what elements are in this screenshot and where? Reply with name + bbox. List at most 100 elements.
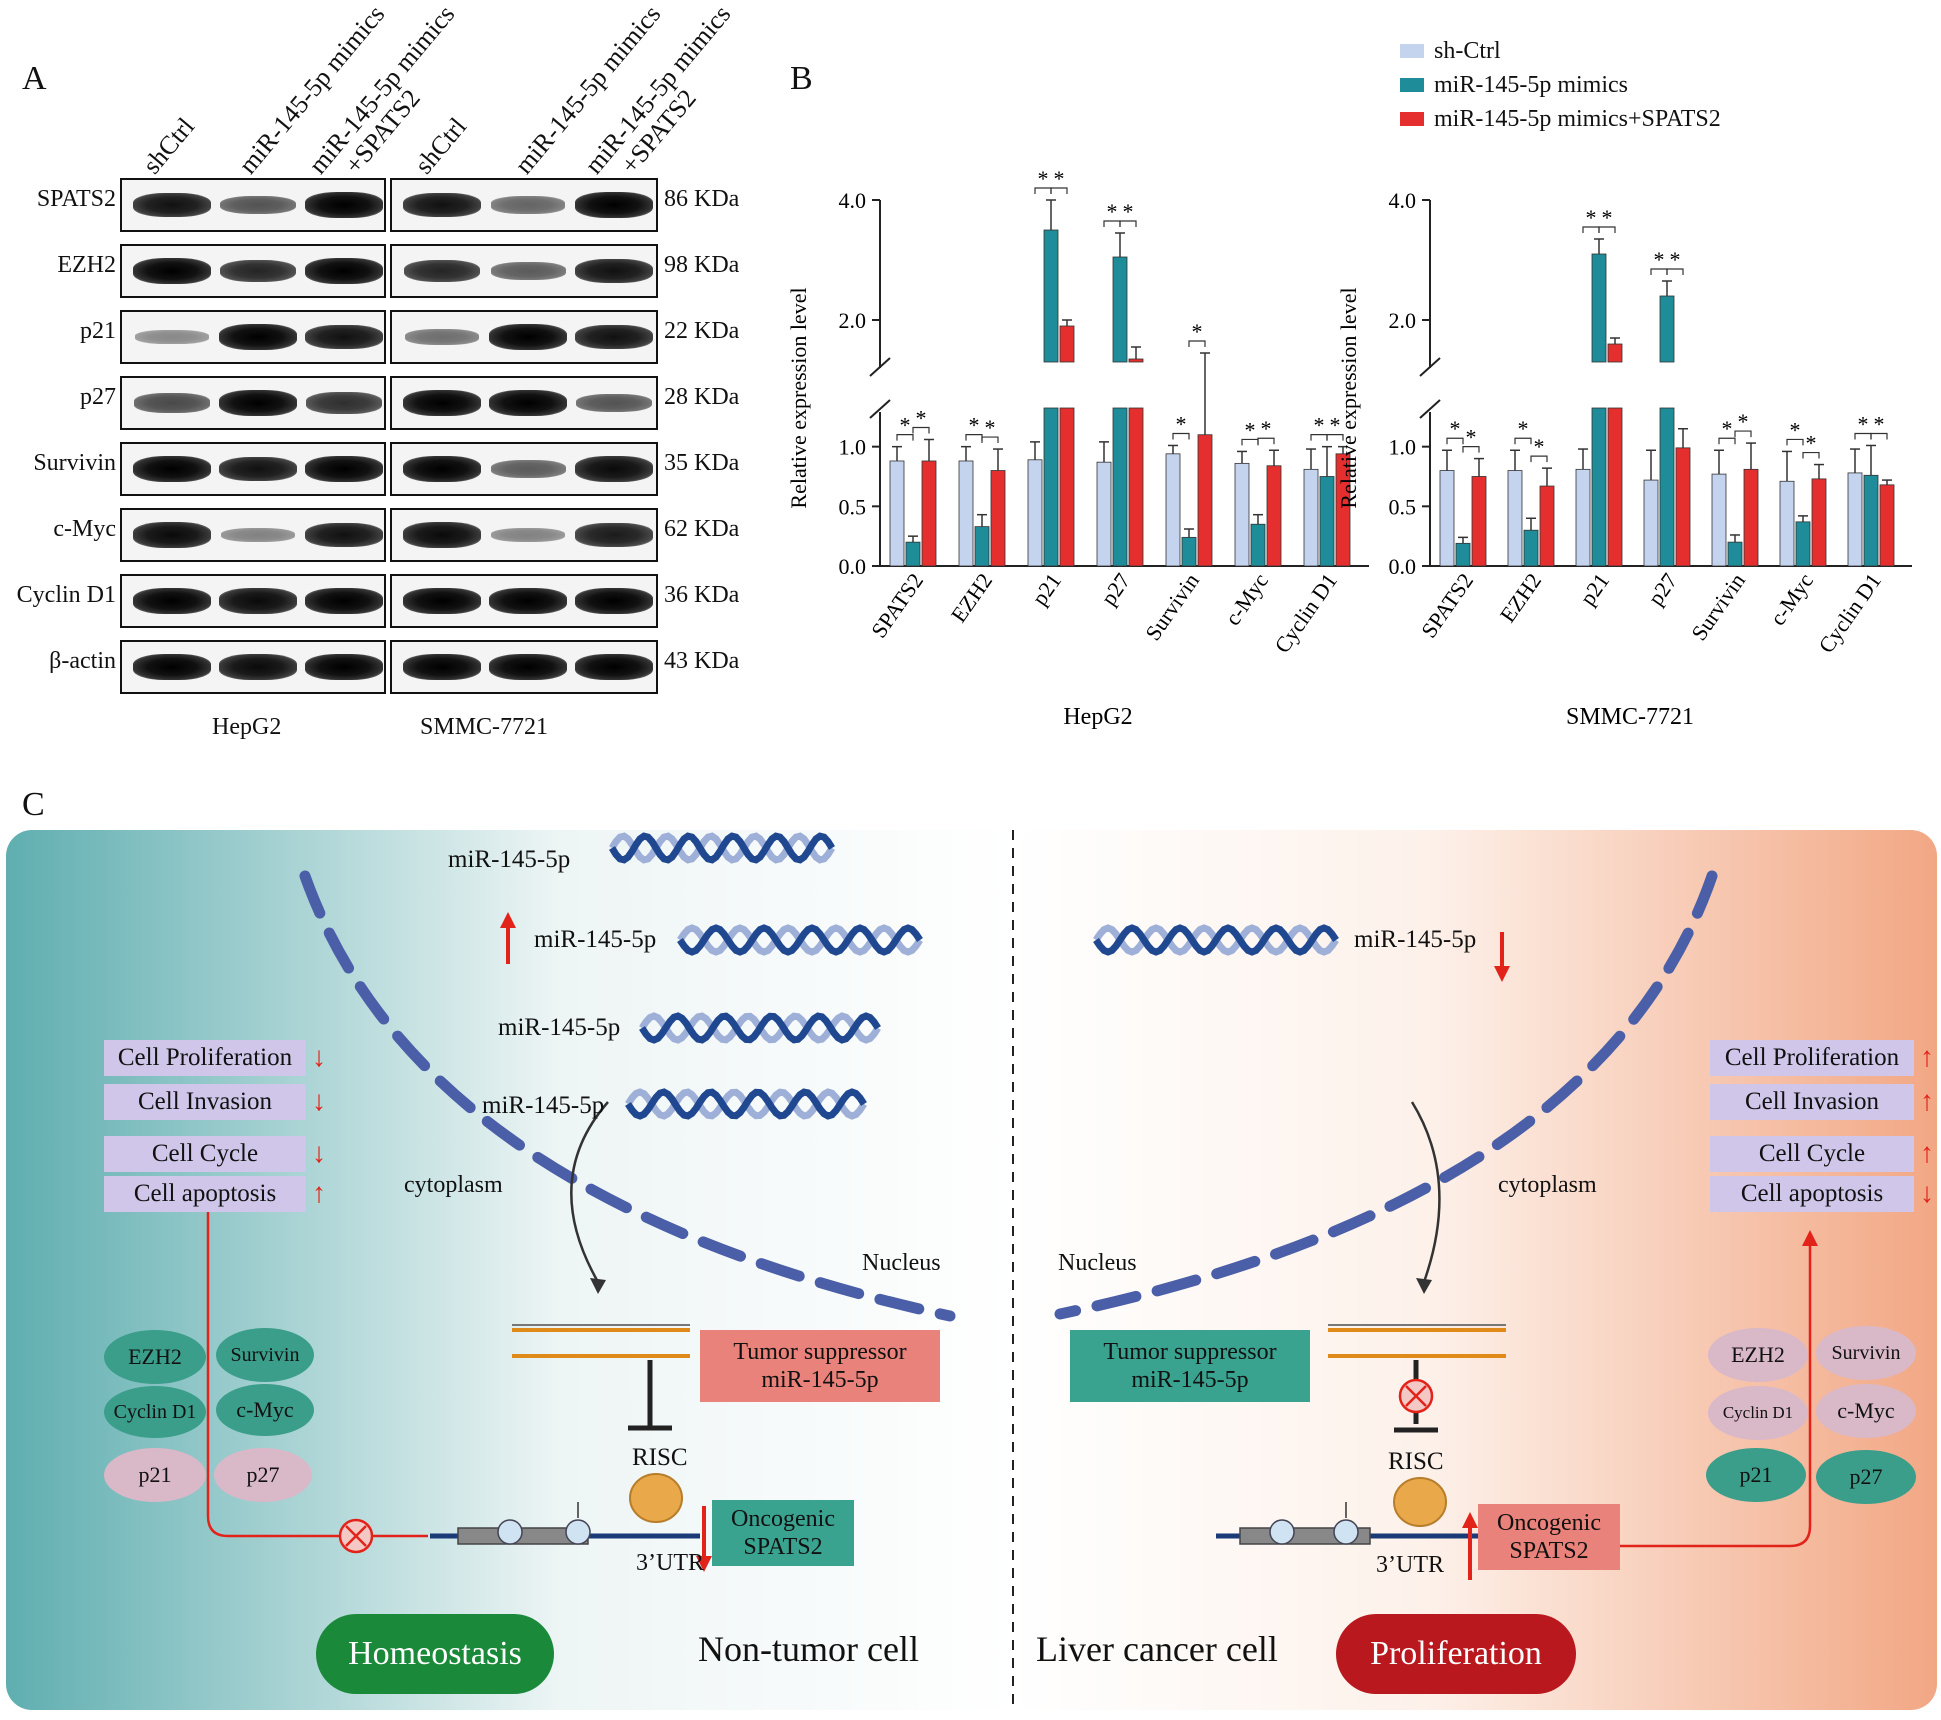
blot-membrane [390, 640, 658, 694]
x-tick-label: EZH2 [1495, 569, 1546, 627]
protein-cyclin-d1: Cyclin D1 [1708, 1386, 1808, 1440]
y-tick-label: 4.0 [839, 188, 867, 213]
significance-bracket [1514, 437, 1532, 445]
protein-band [219, 588, 297, 614]
protein-band [134, 393, 210, 413]
axis-break [1419, 399, 1441, 419]
blot-membrane [120, 376, 386, 430]
panel-label-a: A [22, 60, 47, 97]
blot-kda-label: 22 KDa [664, 318, 740, 344]
significance-bracket [1870, 432, 1888, 440]
blot-row-label: p21 [80, 318, 116, 344]
bar [1128, 358, 1144, 363]
bar [958, 460, 974, 567]
helix-strand [1093, 924, 1339, 956]
protein-band [305, 654, 383, 680]
bar [1539, 485, 1555, 567]
blot-membrane [390, 442, 658, 496]
significance-star: * [1466, 425, 1477, 450]
bar [1863, 474, 1879, 567]
protein-band [576, 393, 652, 413]
protein-c-myc: c-Myc [1816, 1384, 1916, 1438]
bar [1847, 472, 1863, 567]
phenotype-box: Cell apoptosis [1710, 1176, 1914, 1212]
x-tick-label: Cyclin D1 [1269, 569, 1342, 658]
bar [889, 460, 905, 567]
significance-star: * [1722, 416, 1733, 441]
phenotype-box: Cell Invasion [1710, 1084, 1914, 1120]
bar [1659, 407, 1675, 567]
bar [1455, 542, 1471, 567]
mirna-helices [609, 832, 1339, 1120]
bar [1059, 325, 1075, 363]
helix-strand [639, 1012, 881, 1044]
protein-band [575, 324, 653, 350]
protein-band [575, 258, 653, 284]
legend-swatch [1400, 78, 1424, 92]
legend-item: sh-Ctrl [1400, 34, 1721, 68]
oncogenic-gene: SPATS2 [743, 1534, 823, 1560]
bar [1507, 470, 1523, 567]
blot-membrane [390, 310, 658, 364]
tumor-suppressor-text: Tumor suppressor [733, 1339, 907, 1365]
protein-band [403, 456, 481, 482]
blot-membrane [120, 310, 386, 364]
axis-break [869, 399, 891, 419]
bar [1879, 484, 1895, 567]
blot-membrane [390, 244, 658, 298]
bar [1659, 295, 1675, 363]
blot-membrane [120, 574, 386, 628]
bar [1319, 476, 1335, 567]
protein-band [490, 460, 566, 478]
blot-row-label: EZH2 [57, 252, 116, 278]
protein-band [219, 456, 297, 482]
proliferation-badge: Proliferation [1336, 1614, 1576, 1694]
y-tick-label: 0.0 [1389, 554, 1417, 579]
bar [921, 460, 937, 567]
blot-membrane [390, 376, 658, 430]
protein-band [221, 527, 295, 543]
significance-star: * [969, 413, 980, 438]
x-tick-label: c-Myc [1220, 568, 1274, 630]
protein-p21: p21 [104, 1448, 206, 1502]
significance-bracket [1802, 451, 1820, 459]
down-arrow-icon: ↓ [1920, 1178, 1934, 1209]
significance-bracket [1119, 220, 1137, 227]
significance-bracket [1666, 268, 1684, 275]
risc-label: RISC [1388, 1448, 1444, 1475]
up-arrow-icon: ↑ [1920, 1042, 1934, 1073]
significance-bracket [1734, 430, 1752, 438]
protein-band [489, 324, 567, 350]
bar [1607, 407, 1623, 567]
bar [1165, 453, 1181, 567]
blot-row-label: c-Myc [53, 516, 116, 542]
y-tick-label: 0.5 [1389, 494, 1417, 519]
y-tick-label: 1.0 [839, 435, 867, 460]
protein-cyclin-d1: Cyclin D1 [104, 1386, 206, 1438]
protein-band [219, 324, 297, 350]
bar [1575, 468, 1591, 567]
legend-label: sh-Ctrl [1434, 37, 1501, 64]
protein-c-myc: c-Myc [216, 1384, 314, 1436]
bar [1043, 407, 1059, 567]
cytoplasm-label: cytoplasm [1498, 1172, 1597, 1198]
protein-band [403, 390, 481, 416]
mirna-label: miR-145-5p [482, 1092, 605, 1119]
protein-band [219, 654, 297, 680]
chart-title: SMMC-7721 [1566, 704, 1694, 730]
significance-star: * [1586, 205, 1597, 230]
significance-bracket [896, 434, 914, 441]
bar [1112, 256, 1128, 363]
protein-band [305, 588, 383, 614]
significance-star: * [1245, 417, 1256, 442]
bar [1643, 479, 1659, 567]
blot-membrane [390, 508, 658, 562]
y-tick-label: 4.0 [1389, 188, 1417, 213]
significance-bracket [1257, 437, 1275, 445]
x-tick-label: p21 [1575, 569, 1614, 610]
blot-kda-label: 36 KDa [664, 582, 740, 608]
bar [1607, 343, 1623, 363]
